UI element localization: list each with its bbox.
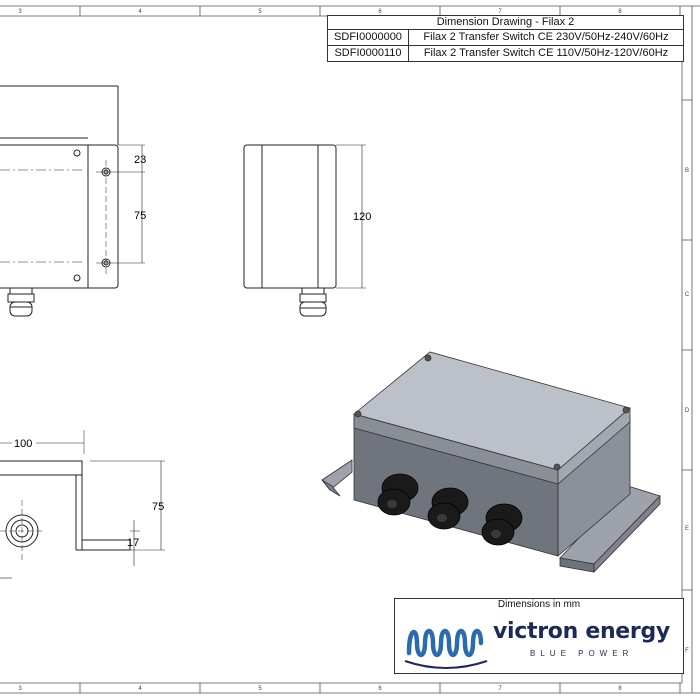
product-description: Filax 2 Transfer Switch CE 110V/50Hz-120… xyxy=(423,47,669,59)
victron-wave-icon xyxy=(404,628,488,669)
dim-top-75: 75 xyxy=(134,210,146,222)
border-col-top-7: 7 xyxy=(498,9,502,15)
border-row-d: D xyxy=(685,408,690,414)
border-row-c: C xyxy=(685,292,690,298)
units-label: Dimensions in mm xyxy=(394,598,684,612)
border-col-bottom-5: 5 xyxy=(258,686,262,692)
logo-block: victron energy BLUE POWER xyxy=(394,611,684,674)
border-col-top-6: 6 xyxy=(378,9,382,15)
sheet-border xyxy=(0,5,700,694)
brand-name: victron energy xyxy=(493,619,670,644)
dim-front-17: 17 xyxy=(127,537,139,549)
isometric-view xyxy=(321,351,661,573)
border-col-bottom-7: 7 xyxy=(498,686,502,692)
product-description: Filax 2 Transfer Switch CE 230V/50Hz-240… xyxy=(423,31,669,43)
brand-tagline: BLUE POWER xyxy=(530,649,634,658)
title-block: Dimension Drawing - Filax 2 SDFI0000000 … xyxy=(327,15,684,62)
border-row-e: E xyxy=(685,526,689,532)
border-col-bottom-3: 3 xyxy=(18,686,22,692)
border-row-b: B xyxy=(685,168,689,174)
dim-top-23: 23 xyxy=(134,154,146,166)
product-code: SDFI0000000 xyxy=(328,30,409,45)
product-code: SDFI0000110 xyxy=(328,46,409,61)
border-col-top-3: 3 xyxy=(18,9,22,15)
dim-front-100: 100 xyxy=(14,438,32,450)
side-view xyxy=(243,144,366,317)
title-block-row: SDFI0000110 Filax 2 Transfer Switch CE 1… xyxy=(328,46,683,61)
border-col-top-8: 8 xyxy=(618,9,622,15)
front-view xyxy=(0,430,165,579)
top-view xyxy=(0,85,145,317)
border-col-top-5: 5 xyxy=(258,9,262,15)
dim-side-120: 120 xyxy=(353,211,371,223)
border-col-bottom-8: 8 xyxy=(618,686,622,692)
title-block-row: SDFI0000000 Filax 2 Transfer Switch CE 2… xyxy=(328,30,683,46)
dim-front-75: 75 xyxy=(152,501,164,513)
border-row-f: F xyxy=(685,648,689,654)
border-col-top-4: 4 xyxy=(138,9,142,15)
border-col-bottom-6: 6 xyxy=(378,686,382,692)
border-col-bottom-4: 4 xyxy=(138,686,142,692)
title-block-heading: Dimension Drawing - Filax 2 xyxy=(328,16,683,30)
